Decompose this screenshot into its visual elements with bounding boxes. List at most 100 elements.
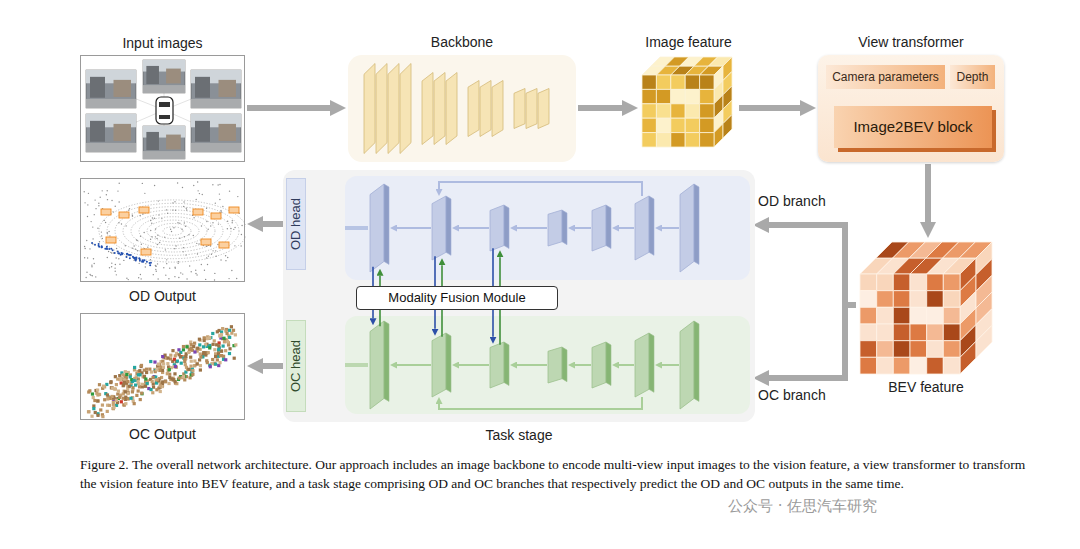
node-label: Input images xyxy=(122,35,202,52)
lidar-point xyxy=(144,259,146,261)
feature-cell xyxy=(860,324,877,341)
lidar-point xyxy=(170,228,171,229)
occupancy-voxel xyxy=(120,377,123,380)
photo-road xyxy=(143,151,185,159)
lidar-point xyxy=(95,276,96,277)
lidar-point xyxy=(93,263,94,264)
lidar-point xyxy=(210,245,211,246)
occupancy-voxel xyxy=(123,381,126,384)
occupancy-voxel xyxy=(189,356,192,359)
occupancy-voxel xyxy=(169,354,172,357)
figure-caption: Figure 2. The overall network architectu… xyxy=(80,455,1042,493)
feature-cell xyxy=(910,274,927,291)
text-holder: OC head xyxy=(287,321,305,411)
flow-arrow xyxy=(397,364,431,366)
detection-box xyxy=(141,249,151,255)
occupancy-voxel xyxy=(198,358,201,361)
occupancy-voxel xyxy=(87,410,90,413)
feature-cell xyxy=(860,341,877,358)
lidar-point xyxy=(140,274,141,275)
feature-cell xyxy=(877,341,894,358)
occupancy-voxel xyxy=(128,385,131,388)
lidar-point xyxy=(106,248,108,250)
occupancy-voxel xyxy=(213,348,216,351)
layer-slab-edge xyxy=(649,333,654,392)
layer-slab xyxy=(680,321,694,409)
lidar-point xyxy=(106,246,108,248)
occupancy-voxel xyxy=(140,364,143,367)
lidar-point xyxy=(135,257,137,259)
photo-building xyxy=(195,77,210,98)
lidar-point xyxy=(237,196,238,197)
occupancy-voxel xyxy=(155,368,158,371)
lidar-point xyxy=(146,261,148,263)
occupancy-voxel xyxy=(90,415,93,418)
lidar-point xyxy=(199,193,200,194)
feature-cell xyxy=(685,104,699,118)
occupancy-voxel xyxy=(108,404,111,407)
occupancy-voxel xyxy=(99,408,102,411)
lidar-point xyxy=(107,257,108,258)
lidar-point xyxy=(86,272,87,273)
occupancy-voxel xyxy=(191,369,194,372)
lidar-point xyxy=(175,267,176,268)
lidar-point xyxy=(114,252,116,254)
layer-slab xyxy=(370,321,384,409)
lidar-point xyxy=(150,220,151,221)
occupancy-voxel xyxy=(87,410,90,413)
photo-road xyxy=(191,143,241,152)
occupancy-voxel xyxy=(219,354,222,357)
occupancy-voxel xyxy=(112,403,115,406)
image-feature-cube-art xyxy=(640,55,737,153)
lidar-point xyxy=(119,183,120,184)
lidar-point xyxy=(140,215,141,216)
occupancy-voxel xyxy=(211,332,214,335)
layer-slab xyxy=(480,81,491,137)
lidar-point xyxy=(215,202,216,203)
occupancy-voxel xyxy=(96,388,99,391)
connector-arrow xyxy=(769,225,856,305)
lidar-point xyxy=(154,185,155,186)
lidar-point xyxy=(212,250,213,251)
occupancy-voxel xyxy=(220,350,223,353)
lidar-point xyxy=(128,279,129,280)
lidar-point xyxy=(105,222,106,223)
od-output-panel-art xyxy=(81,179,246,283)
lidar-point xyxy=(211,254,212,255)
lidar-point xyxy=(166,259,167,260)
lidar-point xyxy=(163,267,164,268)
lidar-point xyxy=(241,234,242,235)
layer-slab xyxy=(490,205,504,251)
feature-cell xyxy=(943,324,960,341)
lidar-point xyxy=(233,229,234,230)
node-label: Camera parameters xyxy=(832,70,939,84)
layer-slab xyxy=(492,81,503,137)
feature-cell xyxy=(927,357,944,374)
feature-cell xyxy=(877,307,894,324)
backbone-panel-art xyxy=(348,55,576,162)
photo-building xyxy=(90,77,105,98)
occupancy-voxel xyxy=(139,398,142,401)
text-holder: OD Output xyxy=(129,287,196,305)
lidar-point xyxy=(116,248,117,249)
lidar-point xyxy=(221,211,222,212)
lidar-point xyxy=(137,250,138,251)
occupancy-voxel xyxy=(228,352,231,355)
lidar-point xyxy=(229,190,230,191)
fusion-line xyxy=(434,256,436,286)
lidar-point xyxy=(225,255,226,256)
occupancy-voxel xyxy=(224,349,227,352)
layer-slab-edge xyxy=(694,184,699,264)
lidar-point xyxy=(234,227,235,228)
lidar-ring xyxy=(131,213,215,248)
car-window xyxy=(159,115,170,119)
flow-arrow xyxy=(619,364,634,366)
lidar-point xyxy=(186,209,187,210)
input-images-panel-art xyxy=(81,56,246,163)
occupancy-voxel xyxy=(220,333,223,336)
layer-slab xyxy=(422,73,433,145)
lidar-point xyxy=(98,203,99,204)
text-holder: OC Output xyxy=(129,425,196,443)
occupancy-voxel xyxy=(103,398,106,401)
occupancy-voxel xyxy=(212,343,215,346)
